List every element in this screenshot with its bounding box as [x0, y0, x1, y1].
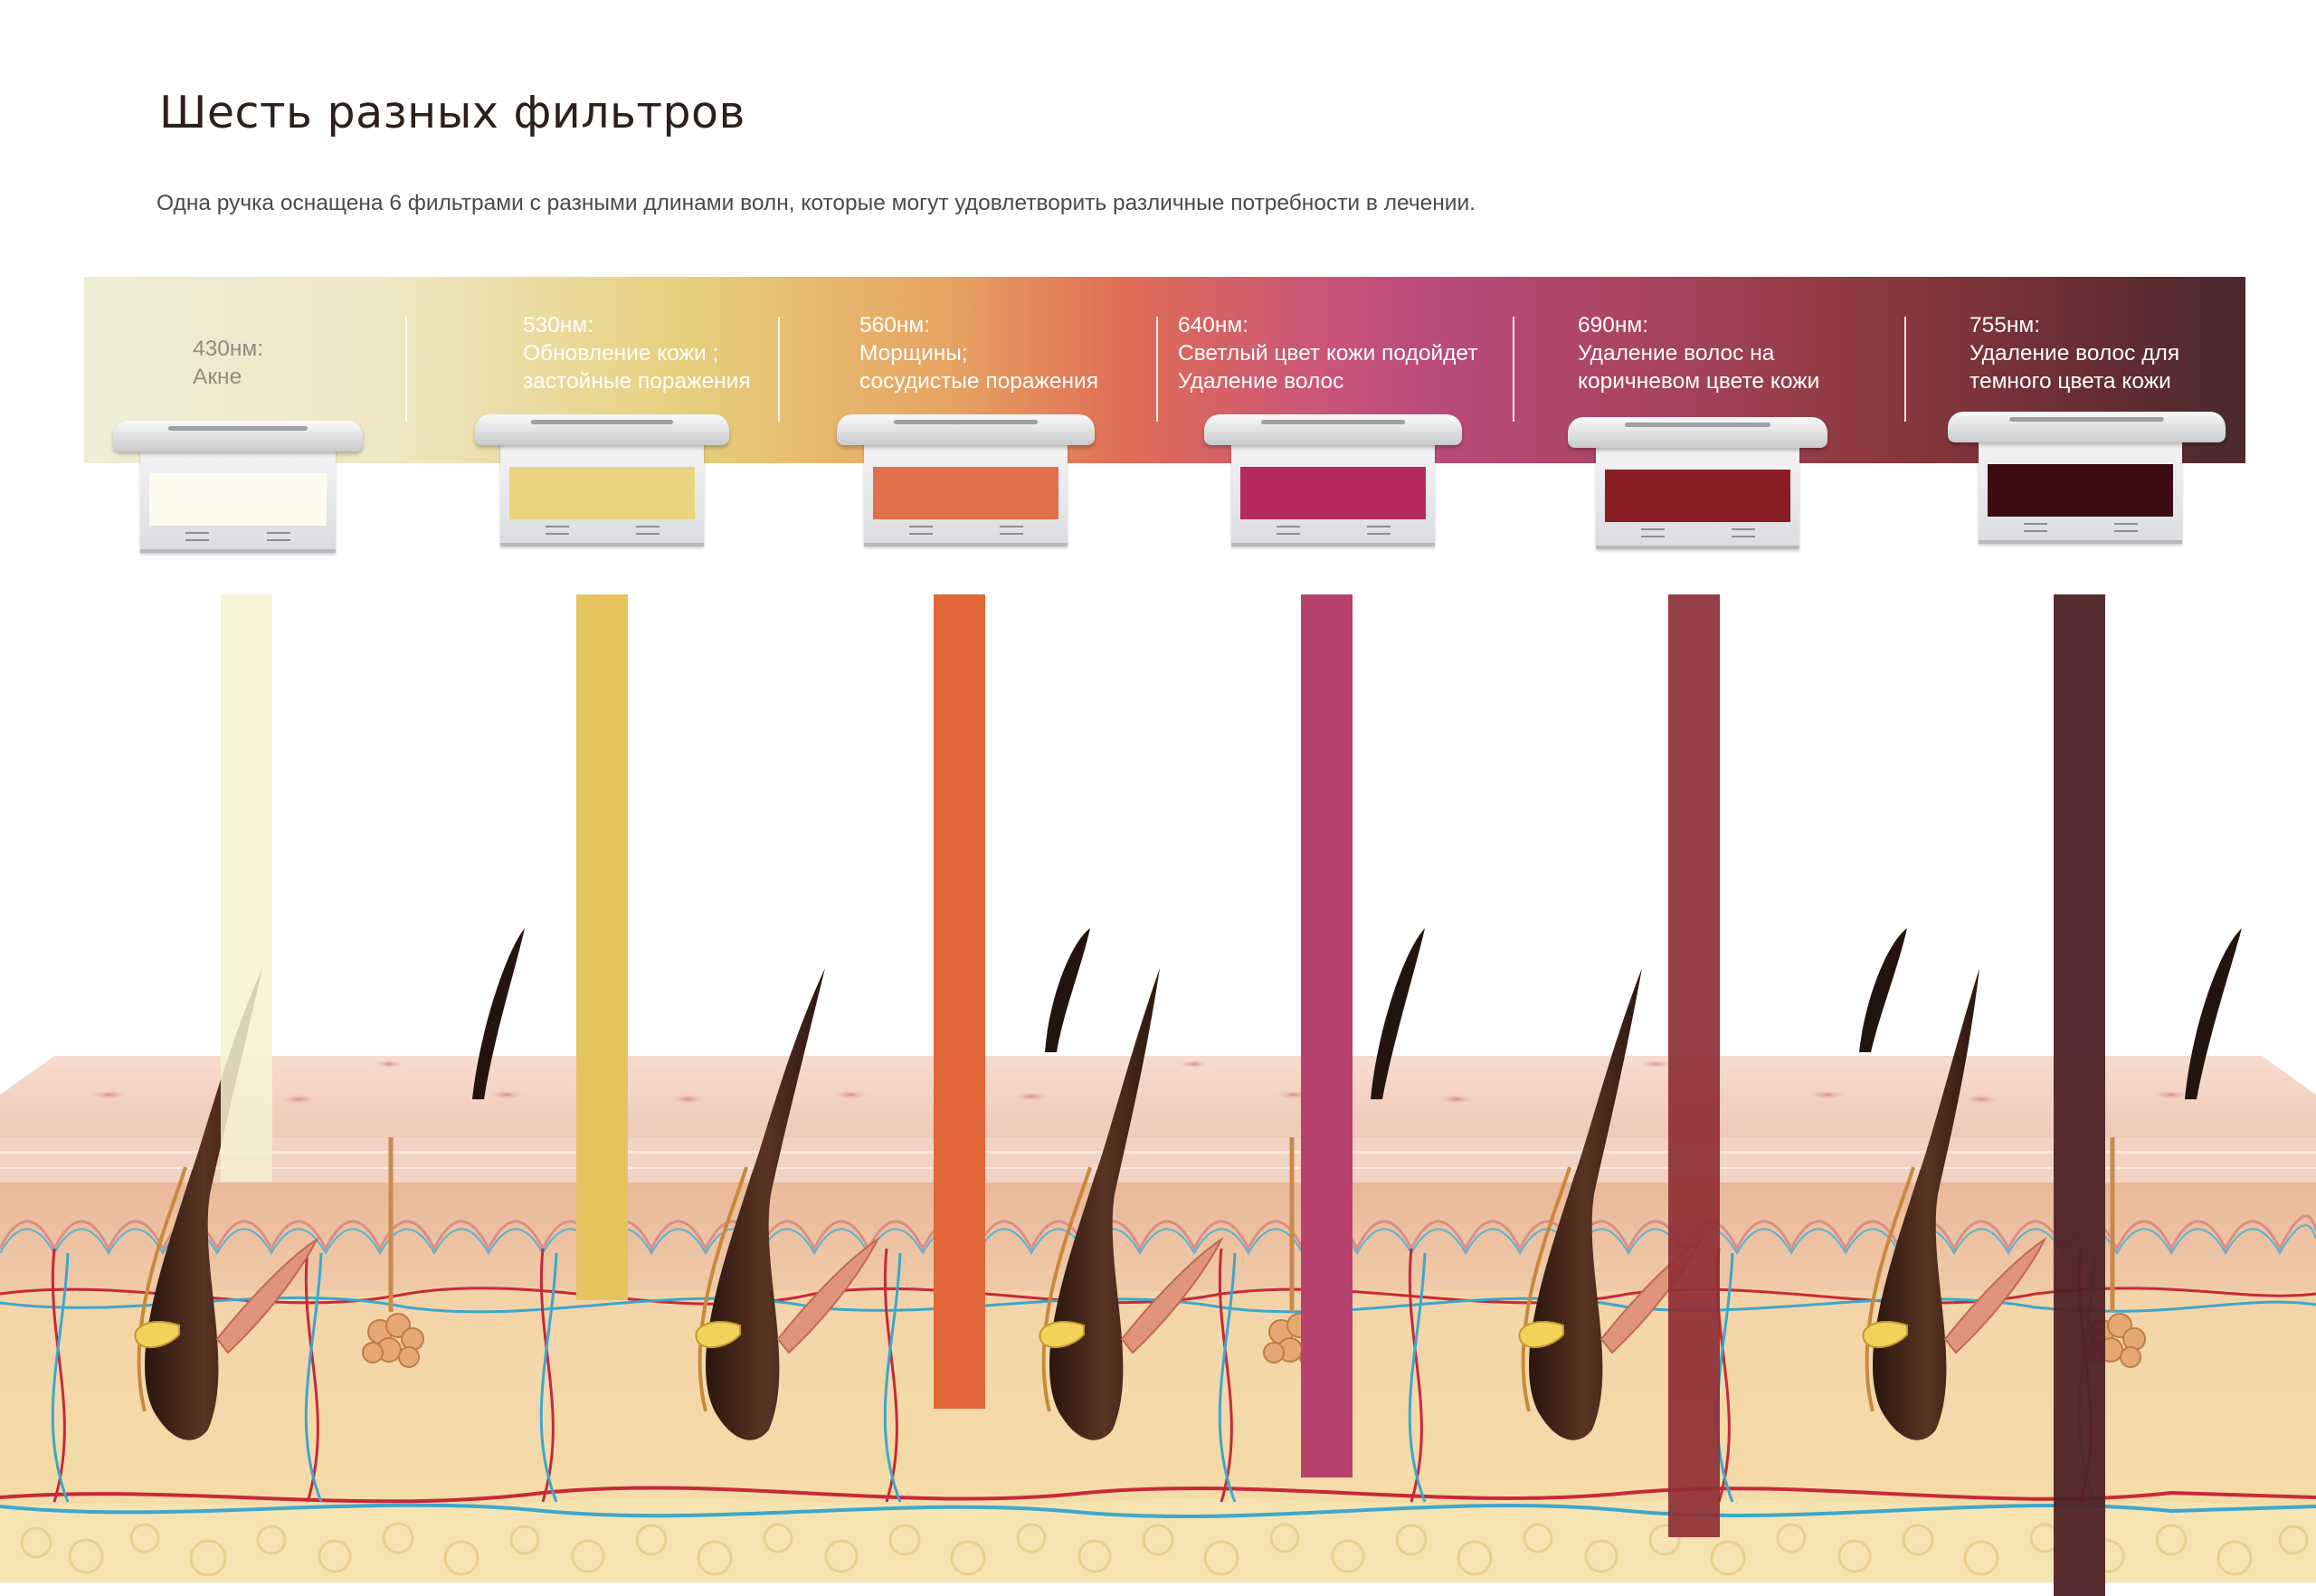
filter-window — [1240, 467, 1426, 519]
filter-head-cap — [1568, 417, 1827, 448]
filter-description: Удаление волос для темного цвета кожи — [1970, 341, 2180, 394]
deep-artery — [0, 1486, 2316, 1504]
surface-hair — [1045, 928, 1090, 1052]
light-beam-755 — [2054, 594, 2105, 1596]
arrector-muscle — [1943, 1237, 2047, 1354]
surface-hair — [1371, 928, 1425, 1099]
filter-window — [1988, 464, 2173, 517]
filter-label-430: 430нм: Акне — [193, 335, 263, 391]
skin-cross-section — [0, 928, 2316, 1582]
dermis-layer — [0, 1183, 2316, 1291]
filter-head-430 — [113, 421, 363, 565]
arrector-muscle — [1120, 1237, 1224, 1354]
deep-vein — [0, 1503, 2316, 1519]
light-beam-560 — [934, 594, 985, 1409]
filter-window — [509, 467, 695, 519]
sebaceous-gland — [1039, 1321, 1085, 1349]
fat-layer — [0, 1497, 2316, 1582]
filter-description: Акне — [193, 365, 242, 389]
page-subtitle: Одна ручка оснащена 6 фильтрами с разным… — [157, 191, 1476, 215]
filter-wavelength: 755нм: — [1970, 313, 2041, 337]
filter-wavelength: 640нм: — [1178, 313, 1249, 337]
sebaceous-gland — [1518, 1321, 1564, 1349]
filter-wavelength: 530нм: — [523, 313, 594, 337]
arrector-muscle — [776, 1237, 880, 1354]
filter-wavelength: 430нм: — [193, 337, 264, 361]
filter-description: Морщины; сосудистые поражения — [859, 341, 1098, 394]
filter-wavelength: 560нм: — [859, 313, 931, 337]
filter-window — [873, 467, 1058, 519]
surface-hair — [1859, 928, 1907, 1052]
sweat-gland — [362, 1313, 424, 1368]
sebaceous-gland — [695, 1321, 741, 1349]
light-beam-640 — [1301, 594, 1353, 1477]
filter-head-560 — [837, 414, 1095, 559]
light-beam-530 — [576, 594, 628, 1300]
filter-description: Светлый цвет кожи подойдет Удаление воло… — [1178, 341, 1478, 394]
hair-follicles — [145, 968, 1979, 1440]
sebaceous-gland — [134, 1321, 180, 1349]
band-divider — [405, 317, 407, 422]
filter-label-690: 690нм: Удаление волос на коричневом цвет… — [1578, 311, 1819, 395]
light-beam-430 — [221, 594, 272, 1182]
filter-wavelength: 690нм: — [1578, 313, 1649, 337]
filter-label-530: 530нм: Обновление кожи ; застойные пораж… — [523, 311, 751, 395]
filter-head-cap — [475, 414, 729, 445]
filter-head-cap — [113, 421, 363, 451]
filter-window — [149, 473, 327, 526]
epidermis-layer — [0, 1137, 2316, 1183]
spectrum-band — [84, 277, 2245, 463]
surface-hair — [2185, 928, 2242, 1099]
sebaceous-gland — [1862, 1321, 1908, 1349]
band-divider — [778, 317, 780, 422]
filter-head-640 — [1204, 414, 1462, 559]
band-divider — [1156, 317, 1158, 422]
filter-head-690 — [1568, 417, 1827, 562]
light-beam-690 — [1668, 594, 1720, 1537]
filter-head-cap — [1948, 412, 2226, 442]
filter-description: Удаление волос на коричневом цвете кожи — [1578, 341, 1820, 394]
arrector-muscle — [215, 1237, 319, 1354]
filter-head-cap — [1204, 414, 1462, 445]
band-divider — [1513, 317, 1514, 422]
dermal-papillae — [0, 1214, 2316, 1252]
filter-head-755 — [1948, 412, 2226, 561]
page-title: Шесть разных фильтров — [159, 87, 745, 138]
filter-label-560: 560нм: Морщины; сосудистые поражения — [859, 311, 1098, 395]
filter-label-640: 640нм: Светлый цвет кожи подойдет Удален… — [1178, 311, 1477, 395]
filter-head-cap — [837, 414, 1095, 445]
surface-hair — [472, 928, 525, 1099]
filter-head-530 — [475, 414, 729, 559]
band-divider — [1904, 317, 1906, 422]
filter-description: Обновление кожи ; застойные поражения — [523, 341, 751, 394]
filter-label-755: 755нм: Удаление волос для темного цвета … — [1970, 311, 2179, 395]
filter-window — [1605, 470, 1790, 522]
